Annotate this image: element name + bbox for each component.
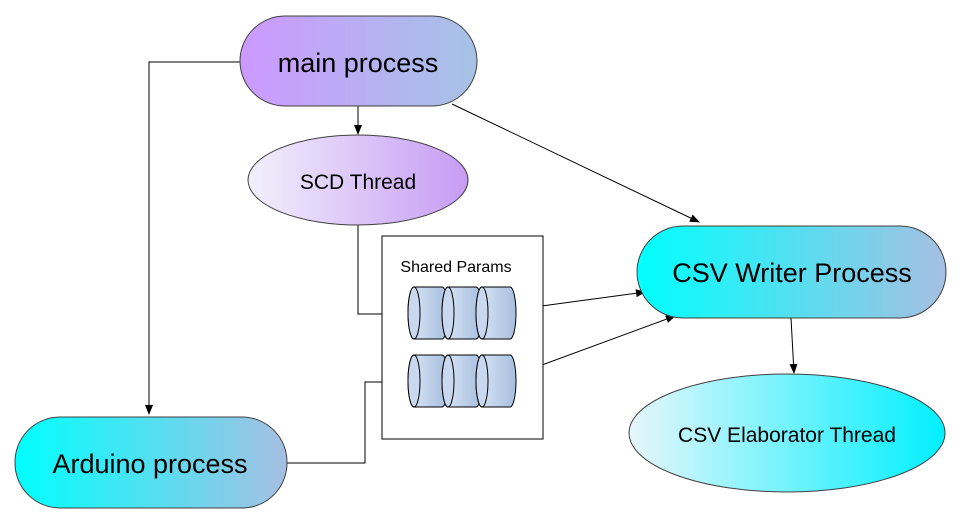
main-process-node: main process	[239, 15, 478, 107]
queue-cylinder-icon	[407, 354, 449, 408]
csv-writer-process-node: CSV Writer Process	[636, 225, 947, 319]
scd-thread-label: SCD Thread	[300, 171, 416, 194]
edge-main-to-csv-writer	[451, 103, 700, 223]
shared-params-label: Shared Params	[400, 259, 511, 276]
edge-csv-writer-to-elaborator	[789, 317, 798, 374]
queue-row-1	[407, 286, 517, 340]
csv-elaborator-thread-node: CSV Elaborator Thread	[628, 373, 946, 493]
csv-elaborator-thread-label: CSV Elaborator Thread	[678, 424, 896, 447]
arduino-process-node: Arduino process	[14, 416, 288, 509]
queue-cylinder-icon	[475, 354, 517, 408]
scd-thread-node: SCD Thread	[247, 134, 469, 226]
edge-main-to-arduino	[145, 61, 240, 415]
shared-params-box: Shared Params	[381, 235, 544, 440]
main-process-label: main process	[278, 48, 439, 78]
queue-cylinder-icon	[475, 286, 517, 340]
queue-cylinder-icon	[441, 354, 483, 408]
queue-row-2	[407, 354, 517, 408]
arduino-process-label: Arduino process	[52, 449, 247, 479]
queue-cylinder-icon	[441, 286, 483, 340]
csv-writer-process-label: CSV Writer Process	[672, 258, 912, 288]
